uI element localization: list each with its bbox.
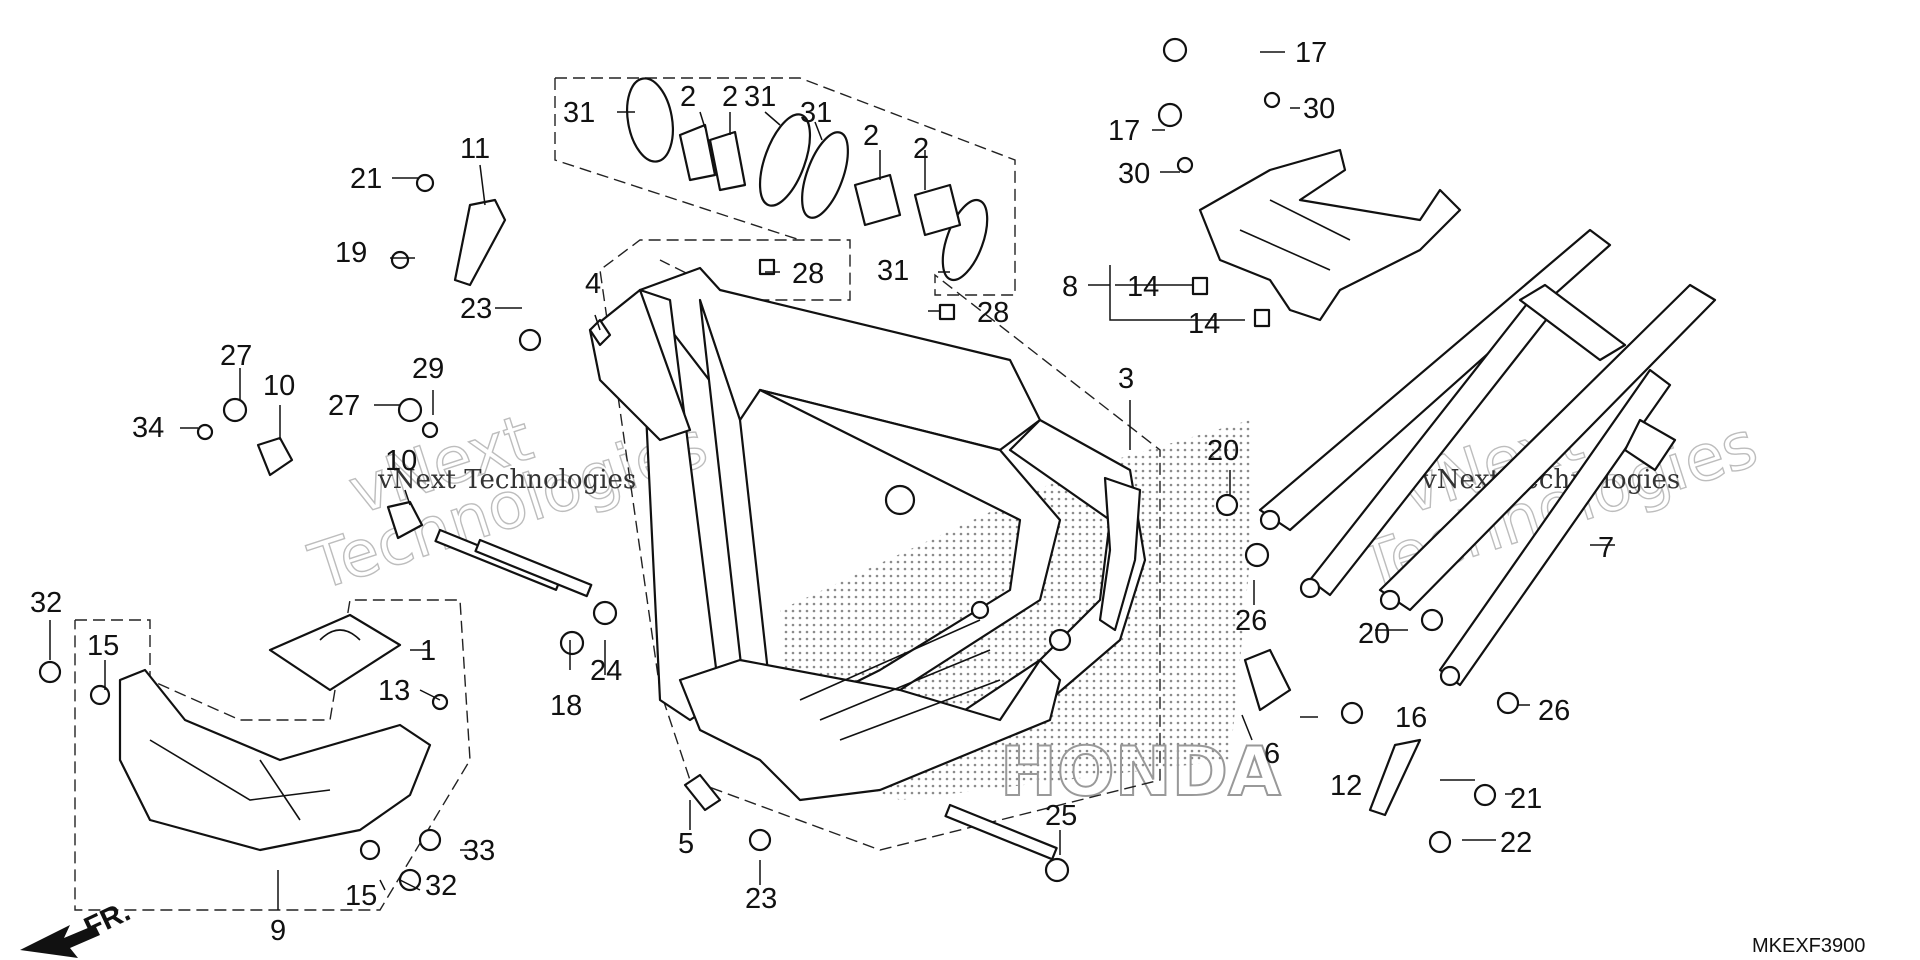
watermark-inline-right: vNext Technologies	[1421, 465, 1680, 495]
callout-22: 22	[1500, 827, 1532, 859]
callout-20: 20	[1207, 435, 1239, 467]
callout-13: 13	[378, 675, 410, 707]
callout-27: 27	[220, 340, 252, 372]
callout-18: 18	[550, 690, 582, 722]
callout-28: 28	[792, 258, 824, 290]
engine-guard	[118, 613, 432, 852]
callout-21: 21	[1510, 783, 1542, 815]
callout-17: 17	[1108, 115, 1140, 147]
callout-7: 7	[1598, 532, 1614, 564]
callout-14: 14	[1188, 308, 1220, 340]
callout-31: 31	[800, 97, 832, 129]
callout-23: 23	[460, 293, 492, 325]
callout-23: 23	[745, 883, 777, 915]
callout-28: 28	[977, 297, 1009, 329]
bracket-8	[1198, 148, 1462, 322]
callout-2: 2	[913, 133, 929, 165]
leader-lines	[49, 51, 1615, 910]
callout-9: 9	[270, 915, 286, 947]
callout-2: 2	[680, 81, 696, 113]
callout-29: 29	[412, 353, 444, 385]
callout-26: 26	[1235, 605, 1267, 637]
callout-33: 33	[463, 835, 495, 867]
callout-15: 15	[345, 880, 377, 912]
callout-3: 3	[1118, 363, 1134, 395]
callout-31: 31	[877, 255, 909, 287]
callout-6: 6	[1264, 738, 1280, 770]
callout-30: 30	[1118, 158, 1150, 190]
callout-20: 20	[1358, 618, 1390, 650]
callout-11: 11	[460, 133, 490, 165]
callout-32: 32	[425, 870, 457, 902]
callout-17: 17	[1295, 37, 1327, 69]
brand-watermark: HONDA	[1000, 733, 1281, 812]
callout-21: 21	[350, 163, 382, 195]
callout-2: 2	[863, 120, 879, 152]
callouts: 31 2 2 31 31 2 2 31 28 28 21 11 19 4 23 …	[30, 37, 1614, 947]
callout-24: 24	[590, 655, 622, 687]
callout-16: 16	[1395, 702, 1427, 734]
callout-12: 12	[1330, 770, 1362, 802]
callout-31: 31	[563, 97, 595, 129]
diagram-code: MKEXF3900	[1752, 935, 1865, 957]
small-brackets	[256, 198, 1422, 817]
callout-10: 10	[263, 370, 295, 402]
callout-15: 15	[87, 630, 119, 662]
callout-8: 8	[1062, 271, 1078, 303]
callout-30: 30	[1303, 93, 1335, 125]
callout-34: 34	[132, 412, 164, 444]
callout-26: 26	[1538, 695, 1570, 727]
callout-14: 14	[1127, 271, 1159, 303]
callout-19: 19	[335, 237, 367, 269]
callout-25: 25	[1045, 800, 1077, 832]
callout-27: 27	[328, 390, 360, 422]
main-frame	[588, 266, 1147, 802]
callout-5: 5	[678, 828, 694, 860]
callout-10: 10	[385, 445, 417, 477]
callout-2: 2	[722, 81, 738, 113]
gaskets-and-clips	[626, 77, 989, 282]
watermark-inline-left: vNext Technologies	[377, 465, 636, 495]
callout-4: 4	[585, 268, 601, 300]
callout-31: 31	[744, 81, 776, 113]
callout-1: 1	[420, 635, 436, 667]
fasteners	[38, 37, 1520, 892]
front-direction-indicator: FR.	[20, 896, 135, 958]
front-arrow-icon	[20, 925, 100, 958]
rear-subframe	[1258, 228, 1717, 687]
callout-32: 32	[30, 587, 62, 619]
